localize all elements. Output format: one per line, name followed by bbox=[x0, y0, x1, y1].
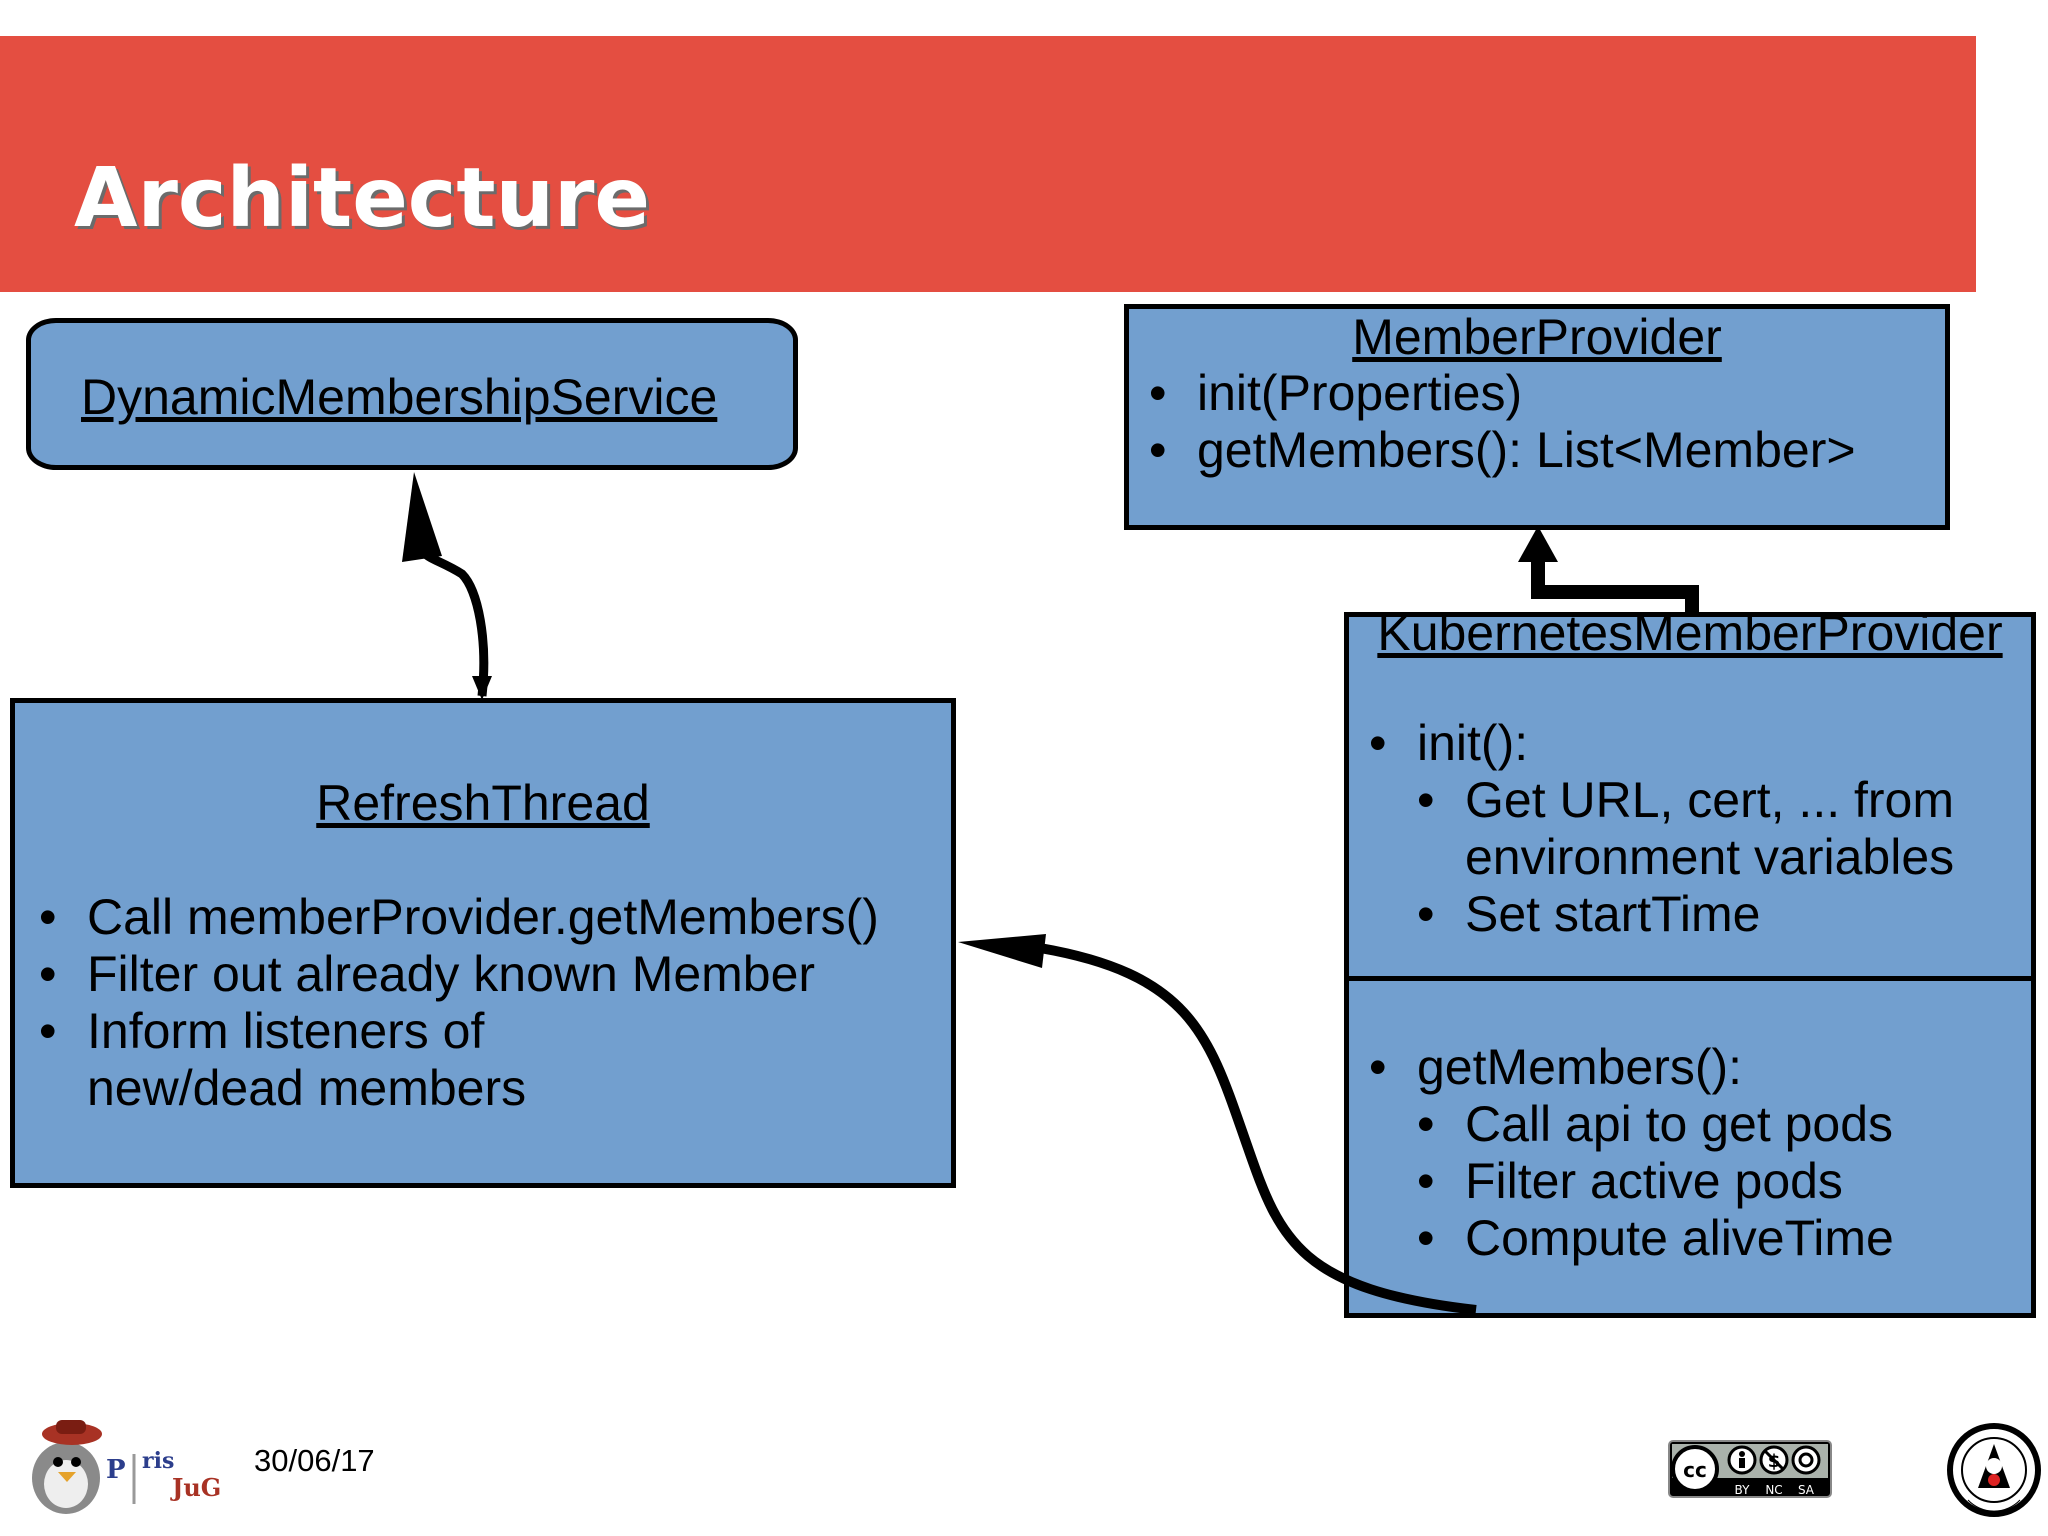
member-provider-box: MemberProvider init(Properties) getMembe… bbox=[1124, 304, 1950, 530]
init-method-label: init(): bbox=[1417, 715, 1529, 771]
step-item: Filter out already known Member bbox=[39, 946, 939, 1003]
get-step-item: Compute aliveTime bbox=[1417, 1210, 2019, 1267]
get-members-label: getMembers(): Call api to get pods Filte… bbox=[1369, 1039, 2019, 1267]
kubernetes-member-provider-title: KubernetesMemberProvider bbox=[1377, 612, 2003, 661]
service-arrowhead bbox=[402, 472, 442, 562]
inheritance-connector bbox=[1531, 556, 1699, 612]
init-step-item: Set startTime bbox=[1417, 886, 2019, 943]
svg-text:JuG: JuG bbox=[170, 1473, 221, 1502]
refresh-thread-box: RefreshThread Call memberProvider.getMem… bbox=[10, 698, 956, 1188]
svg-text:cc: cc bbox=[1683, 1458, 1707, 1482]
dynamic-membership-service-box: DynamicMembershipService bbox=[26, 318, 798, 470]
member-provider-title: MemberProvider bbox=[1352, 309, 1722, 365]
method-item: init(Properties) bbox=[1149, 365, 1856, 422]
kubernetes-get-members-box: getMembers(): Call api to get pods Filte… bbox=[1344, 976, 2036, 1318]
dynamic-membership-service-title: DynamicMembershipService bbox=[81, 369, 718, 425]
refresh-thread-steps: Call memberProvider.getMembers() Filter … bbox=[39, 889, 939, 1117]
kubernetes-init-section: init(): Get URL, cert, ... from environm… bbox=[1369, 715, 2019, 943]
inheritance-arrowhead bbox=[1518, 526, 1558, 562]
kubernetes-member-provider-box: KubernetesMemberProvider init(): Get URL… bbox=[1344, 612, 2036, 982]
svg-text:P: P bbox=[106, 1455, 126, 1485]
paris-jug-logo: P ris JuG bbox=[32, 1420, 221, 1514]
get-members-method-label: getMembers(): bbox=[1417, 1039, 1743, 1095]
refresh-input-arrowhead bbox=[958, 934, 1046, 968]
method-item: getMembers(): List<Member> bbox=[1149, 422, 1856, 479]
kubernetes-get-members-section: getMembers(): Call api to get pods Filte… bbox=[1369, 1039, 2019, 1267]
slide-date: 30/06/17 bbox=[254, 1443, 375, 1478]
refresh-to-service-connector bbox=[416, 545, 489, 697]
provider-to-refresh-connector bbox=[1039, 943, 1477, 1315]
creative-commons-icon: cc $ BY NC SA bbox=[1668, 1440, 1832, 1498]
refresh-thread-title: RefreshThread bbox=[316, 775, 650, 831]
title-banner bbox=[0, 36, 1976, 292]
member-provider-methods: init(Properties) getMembers(): List<Memb… bbox=[1149, 365, 1856, 479]
init-label: init(): Get URL, cert, ... from environm… bbox=[1369, 715, 2019, 943]
license-nc-label: NC bbox=[1765, 1483, 1782, 1497]
refresh-arrowhead bbox=[472, 676, 492, 700]
step-item: Call memberProvider.getMembers() bbox=[39, 889, 939, 946]
get-step-item: Filter active pods bbox=[1417, 1153, 2019, 1210]
license-by-label: BY bbox=[1735, 1483, 1751, 1497]
init-step-item: Get URL, cert, ... from environment vari… bbox=[1417, 772, 2005, 886]
svg-text:ris: ris bbox=[142, 1448, 174, 1474]
java-user-group-badge bbox=[1947, 1423, 2041, 1517]
slide-title: Architecture bbox=[74, 151, 651, 246]
license-sa-label: SA bbox=[1798, 1483, 1815, 1497]
step-item: Inform listeners of new/dead members bbox=[39, 1003, 547, 1117]
get-step-item: Call api to get pods bbox=[1417, 1096, 2019, 1153]
